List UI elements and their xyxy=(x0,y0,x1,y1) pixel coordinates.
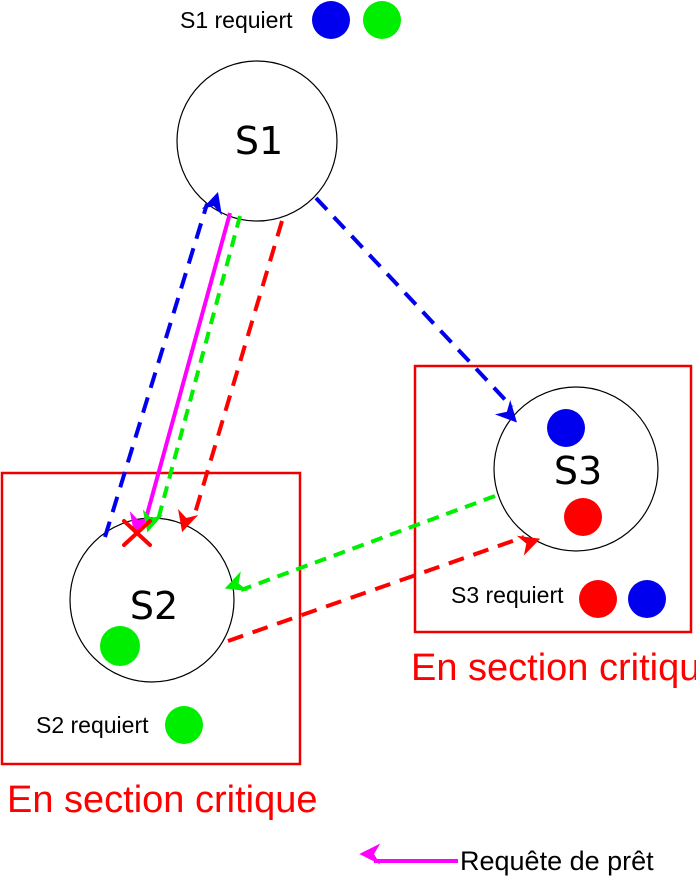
arrow-green-s1-to-s2 xyxy=(142,215,242,533)
critical-section-box-s3 xyxy=(413,364,693,634)
s2-request-label: S2 requiert xyxy=(36,712,149,738)
arrow-blue-s1-to-s3 xyxy=(314,196,517,423)
s3-request-token-red xyxy=(579,580,617,618)
s1-request-token-blue xyxy=(312,1,350,39)
s2-request-token-green xyxy=(165,706,203,744)
legend-loan-request-label: Requête de prêt xyxy=(460,846,654,876)
node-s1 xyxy=(176,60,338,222)
s3-request-token-blue xyxy=(628,580,666,618)
critical-section-label-s3: En section critique xyxy=(411,647,696,689)
arrow-green-s3-to-s2 xyxy=(224,494,496,592)
arrow-blue-s2-to-s1 xyxy=(103,191,222,538)
arrow-magenta-s1-to-s2 xyxy=(129,212,232,535)
s1-request-token-green xyxy=(363,1,401,39)
node-s1-label: S1 xyxy=(235,119,283,163)
s3-held-token-blue xyxy=(547,409,585,447)
node-s3 xyxy=(493,386,659,552)
arrow-red-s2-to-s3 xyxy=(227,535,541,643)
arrow-red-s1-to-s2 xyxy=(178,220,284,533)
s2-held-token-green xyxy=(100,626,140,666)
node-s3-label: S3 xyxy=(554,449,602,493)
critical-section-box-s2 xyxy=(0,471,302,766)
blocked-cross-icon xyxy=(122,519,152,547)
critical-section-label-s2: En section critique xyxy=(7,779,318,821)
s3-request-label: S3 requiert xyxy=(451,582,564,608)
s3-held-token-red xyxy=(564,498,602,536)
s1-request-label: S1 requiert xyxy=(180,7,293,33)
node-s2-label: S2 xyxy=(130,584,178,628)
